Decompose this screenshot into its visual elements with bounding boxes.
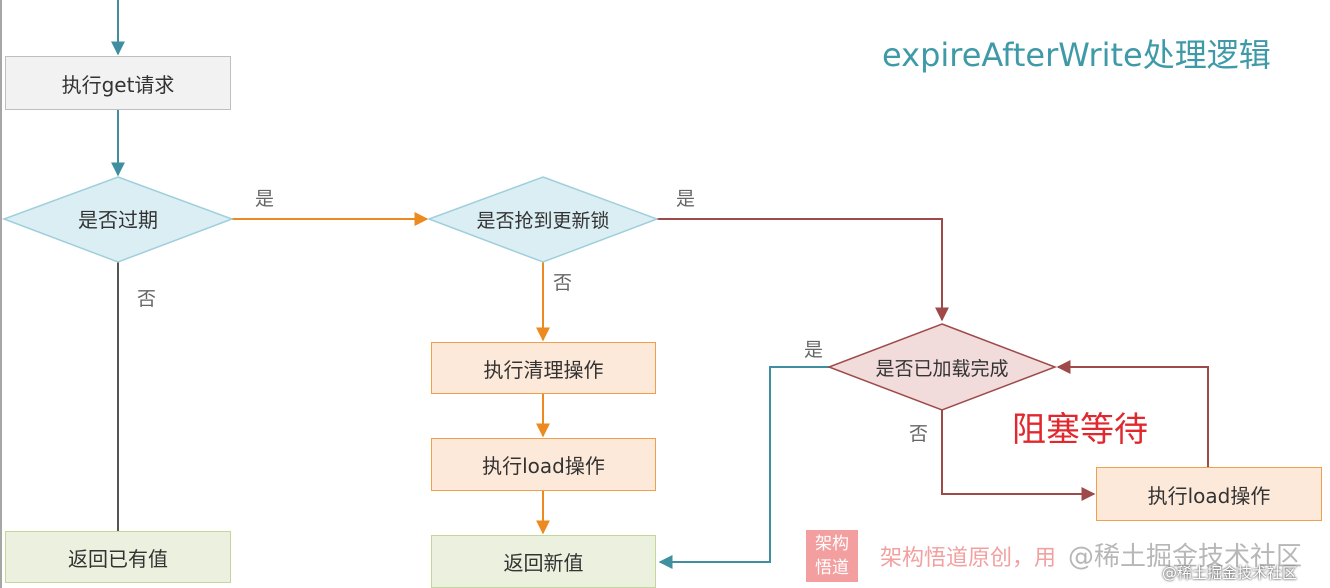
node-execute-load-right: 执行load操作 xyxy=(1096,467,1322,521)
node-return-existing: 返回已有值 xyxy=(5,531,231,583)
watermark-logo: 架构 悟道 xyxy=(806,530,858,582)
watermark-text: 架构悟道原创，用 xyxy=(880,546,1057,571)
decision-is-expired-label: 是否过期 xyxy=(78,208,158,232)
watermark-logo-line1: 架构 xyxy=(815,534,849,554)
decision-is-loaded-label: 是否已加载完成 xyxy=(875,358,1008,380)
edge-lock-yes xyxy=(657,218,949,322)
edge-label-loaded-yes: 是 xyxy=(804,339,824,361)
edge-label-expired-yes: 是 xyxy=(255,188,275,210)
decision-got-lock: 是否抢到更新锁 xyxy=(426,176,660,263)
watermark-juejin: @稀土掘金技术社区 xyxy=(1068,542,1303,572)
edge-label-lock-no: 否 xyxy=(553,272,573,294)
diagram-title: expireAfterWrite处理逻辑 xyxy=(882,36,1271,74)
node-return-new: 返回新值 xyxy=(431,535,656,588)
decision-is-loaded: 是否已加载完成 xyxy=(826,323,1058,411)
blocking-wait-annotation: 阻塞等待 xyxy=(1012,410,1148,450)
decision-got-lock-label: 是否抢到更新锁 xyxy=(476,210,609,232)
node-execute-cleanup: 执行清理操作 xyxy=(431,342,656,394)
node-execute-load-left: 执行load操作 xyxy=(431,438,656,491)
watermark-logo-line2: 悟道 xyxy=(815,558,849,578)
edge-loaded-no xyxy=(941,410,1096,501)
edge-label-expired-no: 否 xyxy=(137,288,157,310)
decision-is-expired: 是否过期 xyxy=(1,176,235,263)
watermark-corner: @稀土掘金技术社区 xyxy=(1162,564,1298,582)
edge-load-loop-back xyxy=(1056,360,1209,467)
edge-label-loaded-no: 否 xyxy=(909,423,929,445)
node-execute-get: 执行get请求 xyxy=(5,56,231,110)
edge-loaded-yes xyxy=(658,366,832,569)
edge-label-lock-yes: 是 xyxy=(676,188,696,210)
